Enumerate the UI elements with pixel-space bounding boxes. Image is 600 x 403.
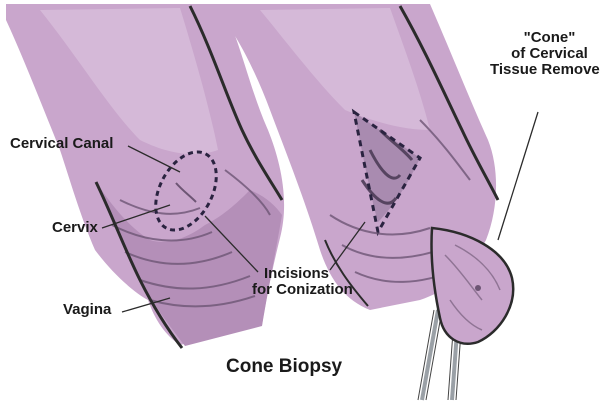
- cone-specimen: [431, 228, 513, 344]
- label-cervical-canal: Cervical Canal: [10, 136, 113, 152]
- incisions-line-2: for Conization: [252, 282, 353, 298]
- cone-tip-os: [475, 285, 481, 291]
- incisions-line-1: Incisions: [252, 266, 353, 282]
- forceps-left: [422, 310, 438, 400]
- cone-line-1: "Cone": [490, 30, 600, 46]
- leader-cone: [498, 112, 538, 240]
- label-cervix: Cervix: [52, 220, 98, 236]
- left-cervix-illustration: [6, 4, 284, 348]
- label-incisions-for-conization: Incisions for Conization: [252, 266, 353, 298]
- cone-line-2: of Cervical: [490, 46, 600, 62]
- cone-line-3: Tissue Removed: [490, 62, 600, 78]
- diagram-caption: Cone Biopsy: [226, 357, 342, 377]
- label-cone-of-cervical-tissue: "Cone" of Cervical Tissue Removed: [490, 30, 600, 77]
- label-vagina: Vagina: [63, 302, 111, 318]
